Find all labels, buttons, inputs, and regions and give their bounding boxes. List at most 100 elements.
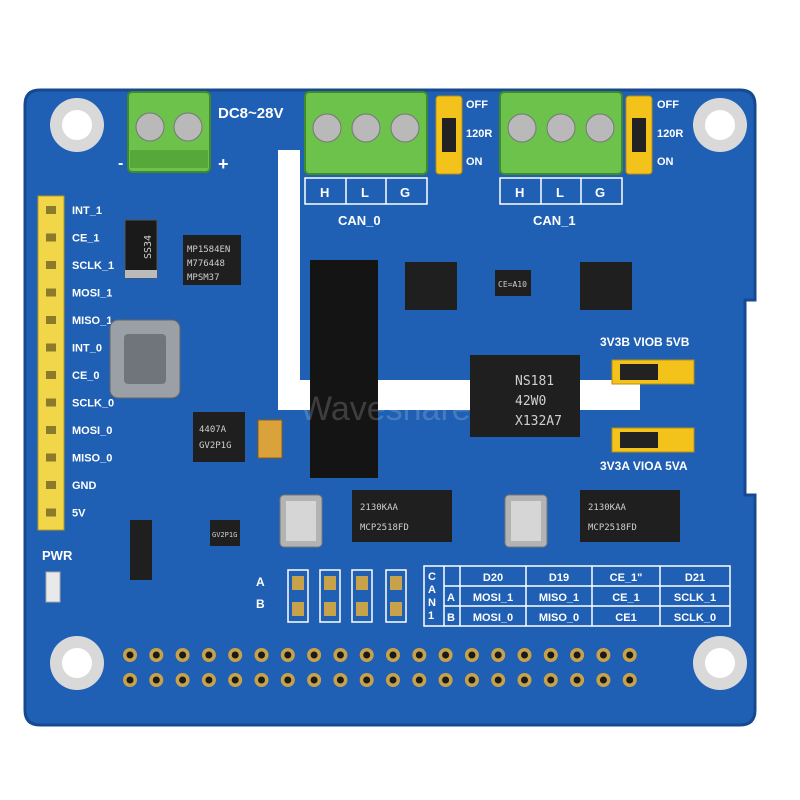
gpio-hole (310, 676, 318, 684)
sot-marking: GV2P1G (212, 531, 237, 539)
gpio-hole (468, 676, 476, 684)
gpio-hole (231, 676, 239, 684)
side-header-pin (46, 508, 56, 517)
mosfet-chip: 4407A GV2P1G (193, 412, 245, 462)
selector-cell: D19 (549, 572, 569, 584)
selector-b-label: B (256, 597, 265, 611)
can1-term-jumper[interactable] (625, 95, 653, 175)
gpio-hole (521, 651, 528, 659)
controller-0-line-1: 2130KAA (360, 503, 399, 513)
gpio-hole (389, 651, 397, 659)
side-header-pin (46, 343, 56, 352)
solder-jumper (385, 569, 407, 623)
side-header-label: MISO_0 (72, 453, 112, 465)
can-controller-0: 2130KAA MCP2518FD (352, 490, 452, 542)
jumper-a[interactable] (611, 427, 695, 453)
can0-pin-h: H (320, 185, 329, 200)
can0-term-on: ON (466, 156, 483, 168)
selector-cell: SCLK_0 (674, 612, 716, 624)
can0-term-jumper[interactable] (435, 95, 463, 175)
jumper-b[interactable] (611, 359, 695, 385)
selector-cell: D20 (483, 572, 503, 584)
regulator-line-2: M776448 (187, 259, 225, 269)
gpio-hole (258, 651, 265, 659)
side-header-pin (46, 206, 56, 214)
side-header-label: SCLK_1 (72, 260, 114, 272)
gpio-hole (363, 651, 371, 659)
can1-pin-labels (499, 177, 623, 205)
gpio-hole (126, 676, 134, 684)
solder-jumper (287, 569, 309, 623)
solder-pad (356, 576, 368, 590)
diode: SS34 (124, 219, 158, 279)
can1-pin-l: L (556, 185, 564, 200)
side-header-pin (46, 426, 56, 434)
gpio-hole (126, 651, 134, 659)
gpio-hole (179, 651, 187, 659)
solder-pad (324, 602, 336, 616)
selector-side-letter: N (428, 597, 436, 609)
solder-jumper (351, 569, 373, 623)
gpio-hole (205, 676, 213, 684)
gpio-hole (626, 676, 634, 684)
mount-hole-tl (50, 98, 104, 152)
can0-term-off: OFF (466, 99, 488, 111)
can0-term-120r: 120R (466, 128, 492, 140)
can0-name: CAN_0 (338, 213, 381, 228)
pwr-label: PWR (42, 548, 73, 563)
gpio-hole (179, 676, 187, 684)
gpio-hole (442, 651, 450, 659)
solder-pad (390, 602, 402, 616)
power-plus-label: + (218, 154, 229, 174)
can0-pin-l: L (361, 185, 369, 200)
isolator-line-1: NS181 (515, 374, 554, 389)
mosfet-line-2: GV2P1G (199, 441, 232, 451)
gpio-hole (336, 651, 344, 659)
small-chip-marking: CE=A10 (498, 280, 527, 289)
regulator-line-1: MP1584EN (187, 245, 230, 255)
solder-pad (390, 576, 402, 590)
selector-cell: MOSI_1 (473, 592, 513, 604)
jumper-b-label: 3V3B VIOB 5VB (600, 335, 690, 349)
controller-0-line-2: MCP2518FD (360, 523, 409, 533)
gpio-hole (415, 676, 423, 684)
can0-terminal (304, 91, 428, 175)
gpio-hole (468, 651, 476, 659)
gpio-hole (310, 651, 318, 659)
gpio-hole (521, 676, 528, 684)
power-terminal (127, 91, 211, 173)
side-header-label: MOSI_1 (72, 288, 112, 300)
gpio-hole (231, 651, 239, 659)
sot-transistor: GV2P1G (130, 520, 240, 580)
selector-table (423, 565, 731, 627)
side-pin-header (37, 195, 65, 531)
gpio-hole (547, 676, 555, 684)
can1-pin-g: G (595, 185, 605, 200)
solder-pad (324, 576, 336, 590)
side-header-label: 5V (72, 508, 86, 520)
small-chip: CE=A10 (495, 270, 531, 296)
can1-term-120r: 120R (657, 128, 683, 140)
side-header-pin (46, 453, 56, 462)
selector-side-letter: C (428, 571, 436, 583)
side-header-pin (46, 398, 56, 407)
solder-pad (292, 576, 304, 590)
side-header-pin (46, 288, 56, 297)
gpio-hole (442, 676, 450, 684)
can0-pin-labels (304, 177, 428, 205)
side-header-label: CE_0 (72, 370, 100, 382)
mount-hole-bl (50, 636, 104, 690)
solder-pad (292, 602, 304, 616)
can1-term-on: ON (657, 156, 674, 168)
can0-pin-g: G (400, 185, 410, 200)
power-minus-label: - (118, 155, 123, 172)
solder-pad (356, 602, 368, 616)
gpio-hole (573, 676, 581, 684)
side-header-pin (46, 316, 56, 324)
isolator-chip: NS181 42W0 X132A7 (470, 355, 580, 437)
mosfet-line-1: 4407A (199, 425, 227, 435)
side-header-label: SCLK_0 (72, 398, 114, 410)
selector-cell: CE1 (615, 612, 636, 624)
jumper-a-label: 3V3A VIOA 5VA (600, 459, 688, 473)
